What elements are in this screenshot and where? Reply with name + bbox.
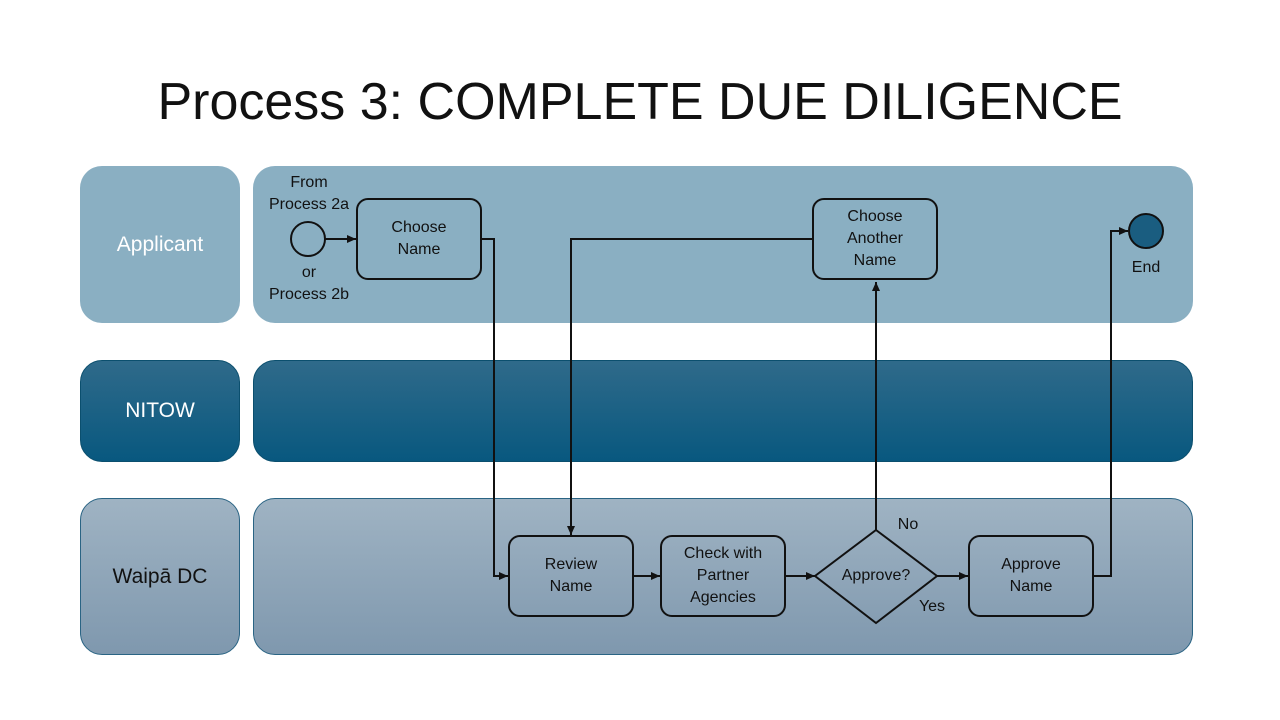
task-check-partner-agencies: Check with Partner Agencies: [660, 535, 786, 617]
page-title: Process 3: COMPLETE DUE DILIGENCE: [157, 73, 1123, 131]
lane-nitow: [253, 360, 1193, 462]
decision-no-label: No: [897, 516, 919, 533]
task-review-name: Review Name: [508, 535, 634, 617]
end-event: [1128, 213, 1164, 249]
lane-label-waipa-dc: Waipā DC: [80, 498, 240, 655]
arrow-choose-to-review: [481, 238, 508, 580]
lane-label-applicant: Applicant: [80, 166, 240, 323]
decision-yes-label: Yes: [918, 598, 946, 615]
decision-diamond: [813, 528, 939, 625]
lane-applicant: [253, 166, 1193, 323]
arrow-approve-to-end: [1093, 227, 1128, 577]
arrow-another-to-review: [567, 238, 813, 535]
lane-waipa-dc: [253, 498, 1193, 655]
end-label: End: [1131, 259, 1161, 276]
task-choose-another-name: Choose Another Name: [812, 198, 938, 280]
decision-label: Approve?: [841, 567, 911, 584]
start-event: [290, 221, 326, 257]
task-approve-name: Approve Name: [968, 535, 1094, 617]
start-label-top: From Process 2a: [268, 174, 350, 213]
lane-label-nitow: NITOW: [80, 360, 240, 462]
start-label-bottom: or Process 2b: [268, 264, 350, 303]
task-choose-name: Choose Name: [356, 198, 482, 280]
